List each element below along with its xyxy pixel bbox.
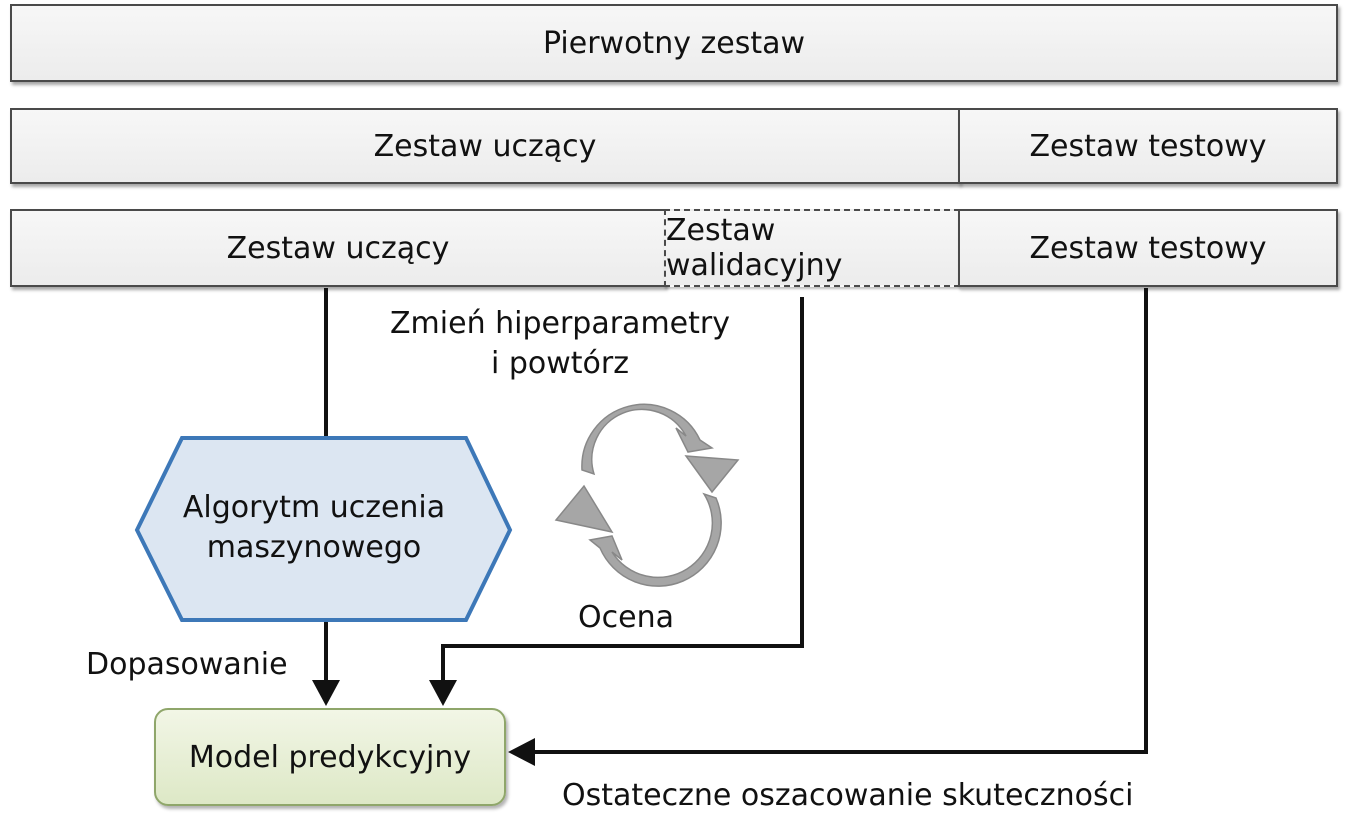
training-set-box-row3: Zestaw uczący — [10, 209, 666, 287]
change-hyperparameters-label: Zmień hiperparametry i powtórz — [370, 304, 750, 384]
final-estimate-arrowhead — [508, 738, 535, 766]
final-estimate-line — [535, 288, 1148, 754]
test-set-box-row3: Zestaw testowy — [958, 209, 1338, 287]
evaluation-line — [441, 297, 804, 680]
test-set-label-row2: Zestaw testowy — [1029, 128, 1267, 164]
training-set-box-row2: Zestaw uczący — [10, 108, 960, 184]
fit-arrowhead — [312, 680, 340, 706]
algorithm-label: Algorytm uczenia maszynowego — [146, 488, 482, 568]
training-set-label-row2: Zestaw uczący — [373, 128, 597, 164]
refresh-cycle-icon — [554, 403, 740, 587]
evaluation-arrowhead — [429, 680, 457, 706]
original-set-label: Pierwotny zestaw — [542, 25, 806, 61]
predictive-model-label: Model predykcyjny — [188, 739, 472, 775]
fit-label: Dopasowanie — [86, 647, 288, 682]
validation-set-box: Zestaw walidacyjny — [664, 209, 960, 287]
validation-set-label: Zestaw walidacyjny — [666, 213, 843, 283]
original-set-box: Pierwotny zestaw — [10, 4, 1338, 82]
algorithm-hexagon — [134, 436, 513, 622]
final-estimate-label: Ostateczne oszacowanie skuteczności — [562, 778, 1134, 813]
evaluation-label: Ocena — [578, 600, 674, 635]
change-hyperparameters-line2: i powtórz — [490, 346, 629, 381]
training-set-label-row3: Zestaw uczący — [226, 230, 450, 266]
predictive-model-box: Model predykcyjny — [154, 708, 506, 806]
test-set-label-row3: Zestaw testowy — [1029, 230, 1267, 266]
algorithm-label-line2: maszynowego — [206, 530, 422, 565]
test-set-box-row2: Zestaw testowy — [958, 108, 1338, 184]
change-hyperparameters-line1: Zmień hiperparametry — [390, 306, 730, 341]
algorithm-label-line1: Algorytm uczenia — [182, 490, 446, 525]
